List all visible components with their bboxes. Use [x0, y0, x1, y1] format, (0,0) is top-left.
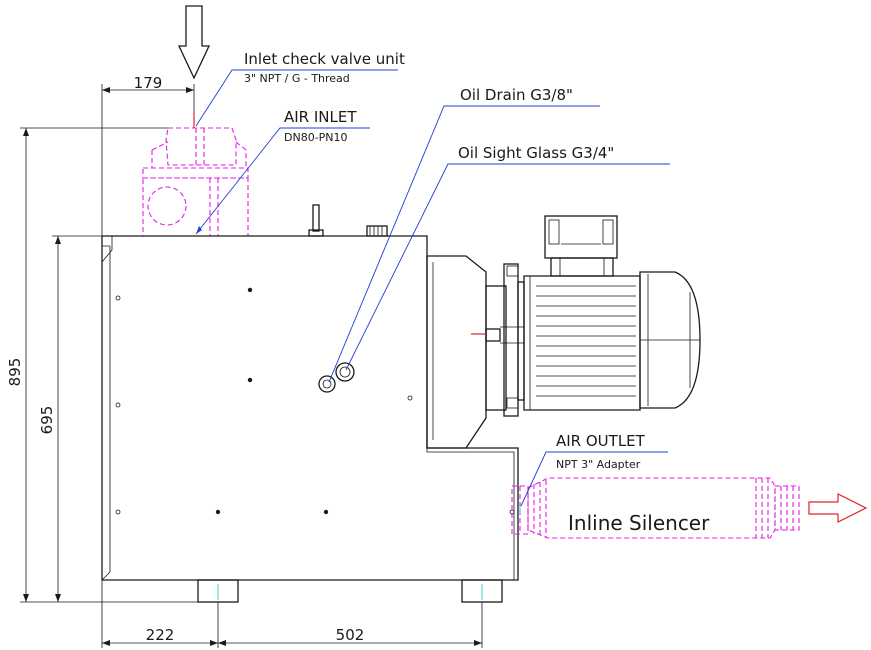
label-air-inlet-flange: DN80-PN10 — [284, 131, 348, 144]
dim-inlet-offset: 179 — [134, 74, 163, 92]
coupling-housing — [426, 255, 487, 449]
motor-flange — [485, 263, 525, 417]
callout-oil-sight-glass: Oil Sight Glass G3/4" — [345, 144, 670, 371]
motor-body — [471, 275, 641, 411]
callout-air-outlet: AIR OUTLET NPT 3" Adapter — [520, 432, 668, 507]
outlet-flow-arrow — [808, 493, 868, 523]
inline-silencer — [527, 477, 800, 539]
oil-drain-plug — [318, 375, 336, 393]
oil-fill-cap — [366, 225, 388, 237]
inlet-flow-arrow — [177, 5, 211, 80]
callout-air-inlet: AIR INLET DN80-PN10 — [195, 108, 370, 235]
callout-oil-drain: Oil Drain G3/8" — [328, 86, 600, 383]
label-air-outlet: AIR OUTLET — [556, 432, 646, 450]
label-oil-sight-glass: Oil Sight Glass G3/4" — [458, 144, 614, 162]
dim-foot-spacing: 502 — [336, 626, 365, 644]
dim-body-height: 695 — [38, 406, 56, 435]
pump-feet — [197, 579, 503, 603]
label-inline-silencer: Inline Silencer — [568, 511, 710, 535]
oil-sight-glass — [335, 362, 355, 382]
dim-total-height: 895 — [6, 358, 24, 387]
callout-inlet-check-valve: Inlet check valve unit 3" NPT / G - Thre… — [193, 50, 405, 128]
lifting-eye — [308, 204, 324, 237]
label-air-inlet: AIR INLET — [284, 108, 357, 126]
label-oil-drain: Oil Drain G3/8" — [460, 86, 573, 104]
motor-fan-cover — [639, 271, 701, 409]
dim-foot-offset: 222 — [146, 626, 175, 644]
motor-bolts — [506, 265, 519, 409]
motor-terminal-box — [544, 215, 618, 277]
pump-housing — [101, 235, 519, 581]
label-inlet-check-valve: Inlet check valve unit — [244, 50, 405, 68]
dimension-lines — [20, 84, 483, 648]
inlet-check-valve-unit — [142, 127, 249, 237]
label-inlet-thread: 3" NPT / G - Thread — [244, 72, 350, 85]
label-air-outlet-adapter: NPT 3" Adapter — [556, 458, 641, 471]
